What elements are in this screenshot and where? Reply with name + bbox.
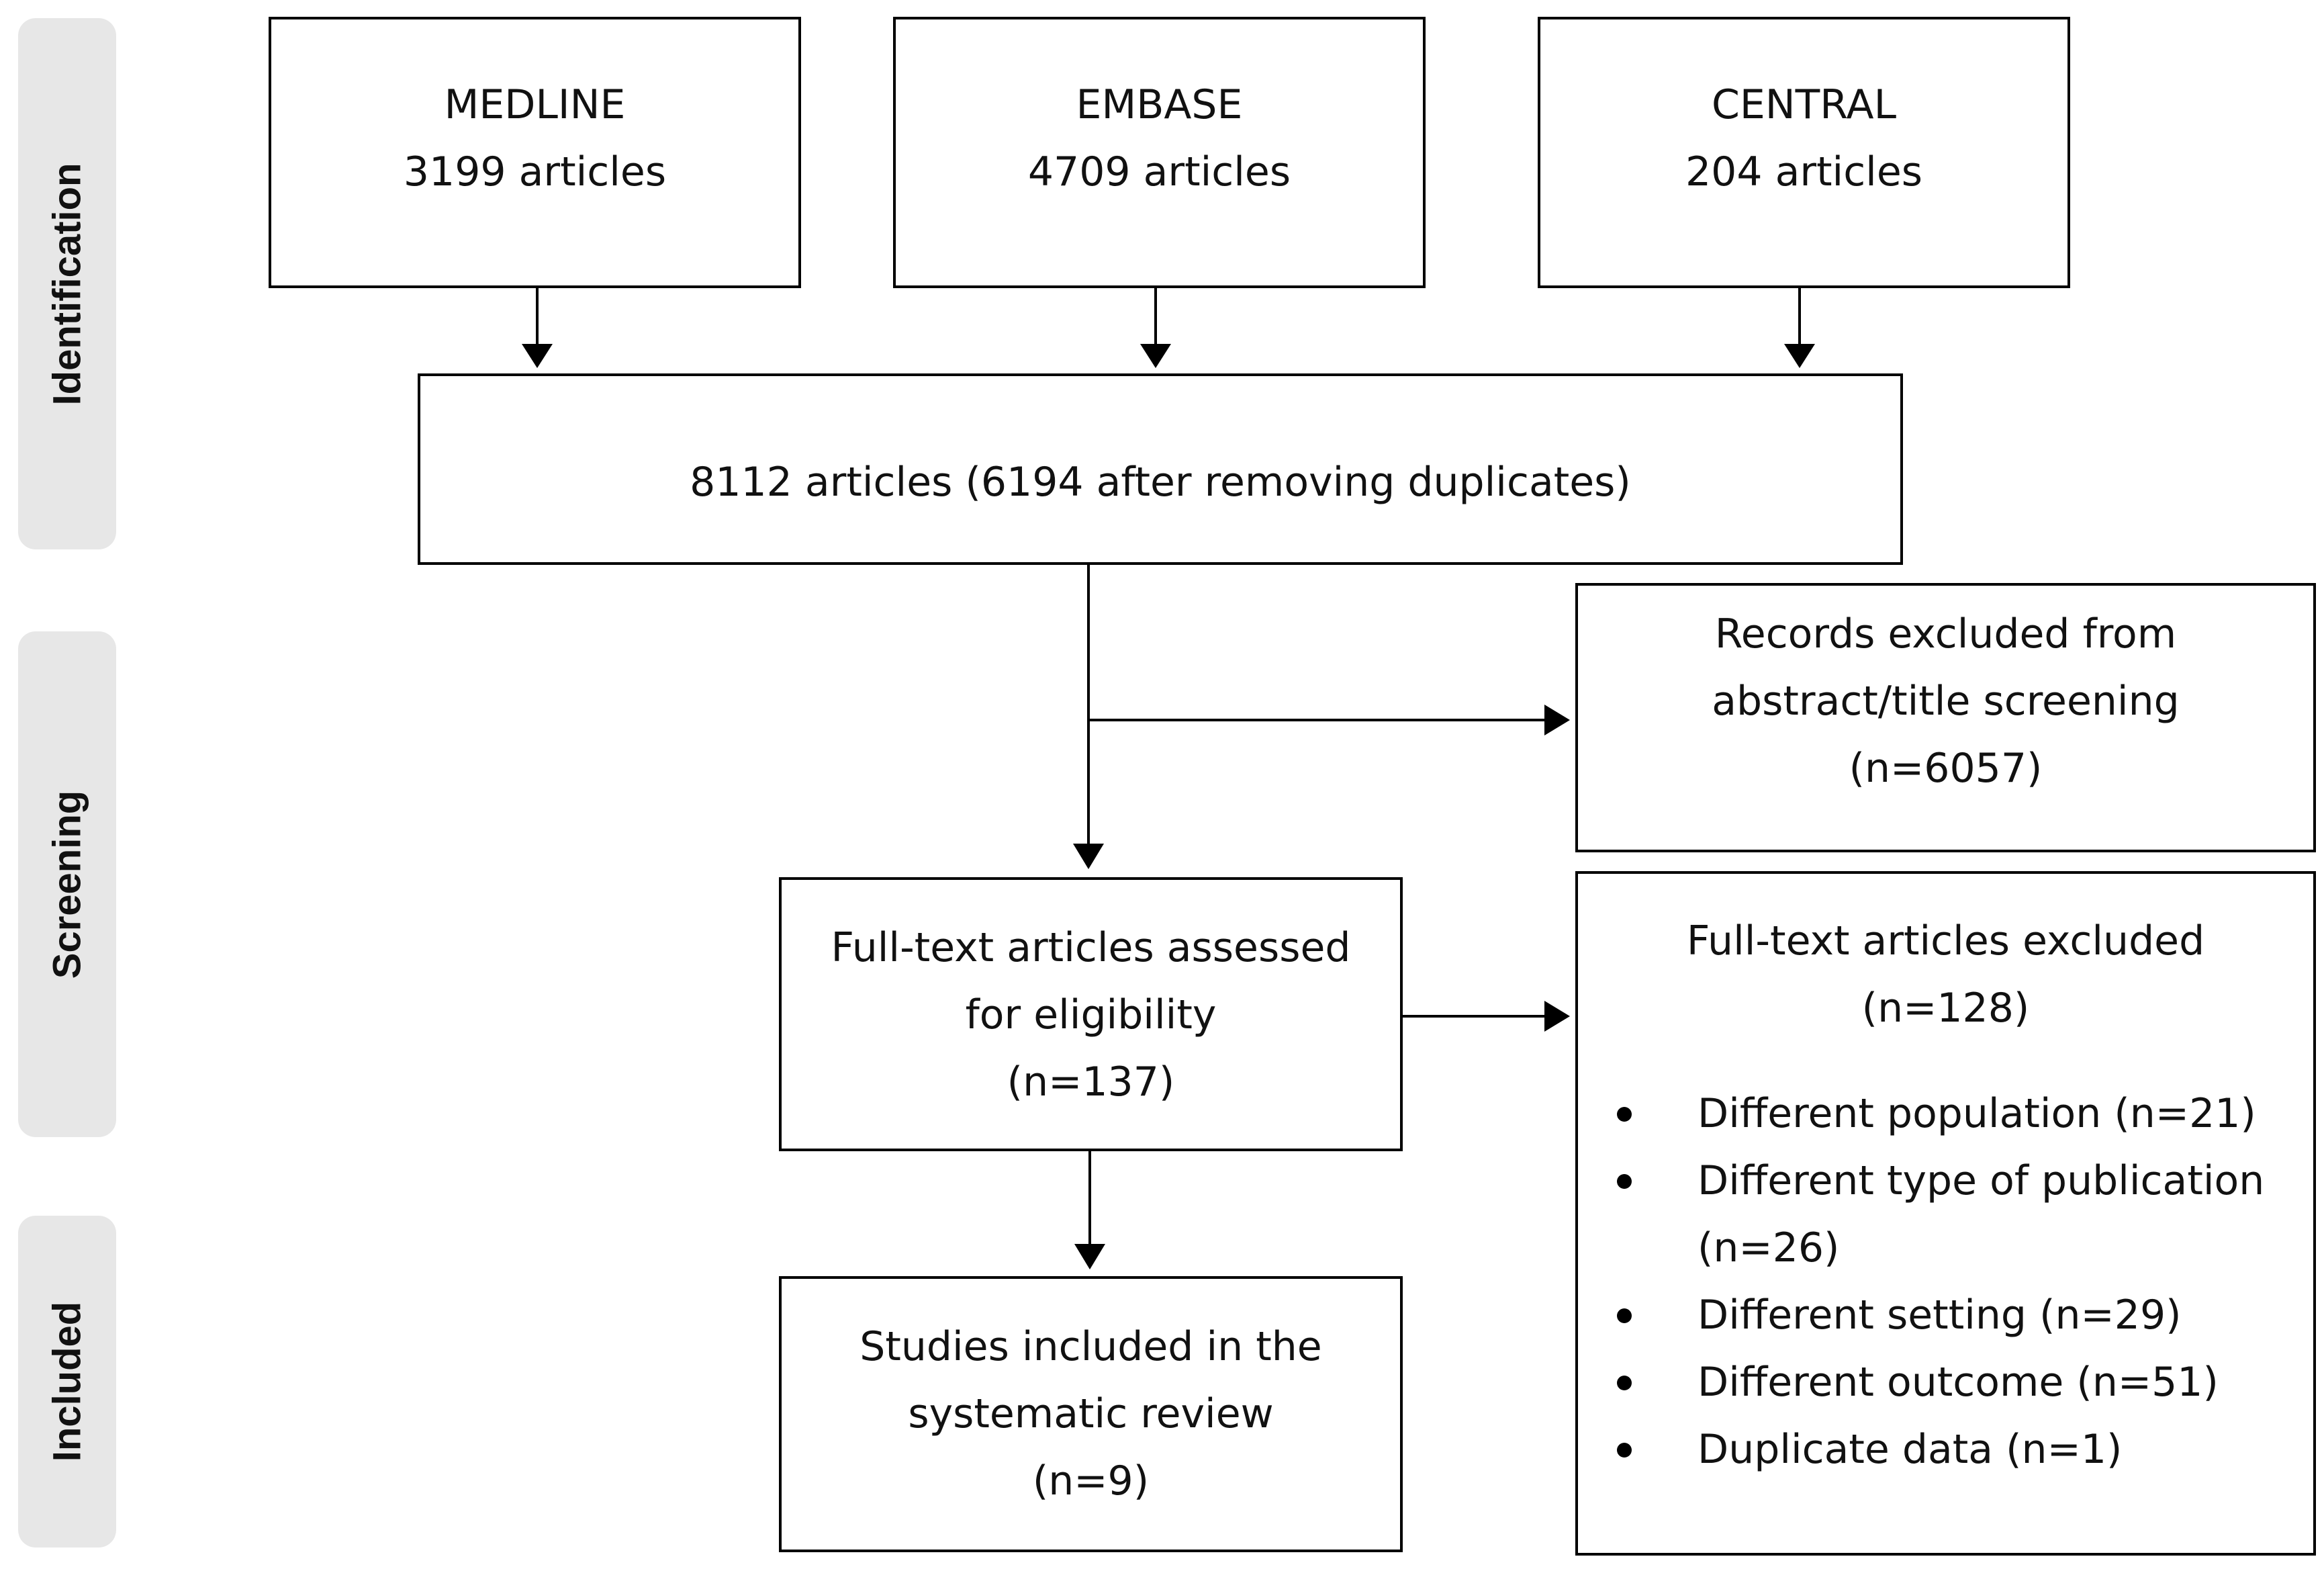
included-studies-line1: Studies included in the [859, 1323, 1322, 1370]
arrowhead-medline [522, 344, 553, 368]
exclusion-reason-item: Different setting (n=29) [1578, 1282, 2313, 1349]
stage-identification: Identification [18, 18, 116, 549]
fulltext-assessed-count: (n=137) [1007, 1059, 1175, 1106]
fulltext-assessed-box: Full-text articles assessed for eligibil… [779, 877, 1403, 1151]
combined-articles-box: 8112 articles (6194 after removing dupli… [418, 373, 1903, 565]
exclusion-reason-text: Different type of publication [1698, 1157, 2265, 1204]
exclusion-reason-item: Different outcome (n=51) [1578, 1349, 2313, 1416]
bullet-icon [1617, 1308, 1632, 1323]
combined-articles-text: 8112 articles (6194 after removing dupli… [690, 459, 1631, 506]
bullet-icon [1617, 1107, 1632, 1122]
exclusion-reason-item: Duplicate data (n=1) [1578, 1416, 2313, 1483]
bullet-icon [1617, 1443, 1632, 1458]
exclusion-reasons-list: Different population (n=21) Different typ… [1578, 1080, 2313, 1483]
exclusion-reason-text: Different population (n=21) [1698, 1090, 2256, 1137]
embase-count: 4709 articles [1027, 148, 1291, 195]
embase-name: EMBASE [1076, 81, 1243, 128]
exclusion-reason-text: Duplicate data (n=1) [1698, 1426, 2123, 1473]
bullet-icon [1617, 1376, 1632, 1390]
stage-screening: Screening [18, 631, 116, 1137]
arrowhead-embase [1140, 344, 1171, 368]
exclusion-reason-text: Different outcome (n=51) [1698, 1359, 2219, 1406]
arrowhead-fulltext-excluded [1544, 1001, 1570, 1032]
exclusion-reason-item: Different type of publication (n=26) [1578, 1147, 2313, 1282]
exclusion-reason-count: (n=26) [1698, 1224, 1840, 1271]
arrowhead-fulltext [1073, 844, 1104, 869]
central-name: CENTRAL [1711, 81, 1897, 128]
excluded-screening-count: (n=6057) [1849, 745, 2043, 792]
fulltext-assessed-line2: for eligibility [965, 991, 1217, 1038]
embase-box: EMBASE 4709 articles [893, 17, 1426, 288]
bullet-icon [1617, 1174, 1632, 1189]
included-studies-line2: systematic review [908, 1390, 1274, 1437]
fulltext-assessed-line1: Full-text articles assessed [831, 924, 1351, 971]
central-box: CENTRAL 204 articles [1538, 17, 2070, 288]
excluded-screening-box: Records excluded from abstract/title scr… [1575, 583, 2316, 852]
arrowhead-included [1074, 1244, 1105, 1269]
medline-count: 3199 articles [403, 148, 667, 195]
included-studies-count: (n=9) [1032, 1458, 1150, 1505]
included-studies-box: Studies included in the systematic revie… [779, 1276, 1403, 1552]
stage-included: Included [18, 1216, 116, 1548]
exclusion-reason-item: Different population (n=21) [1578, 1080, 2313, 1147]
excluded-screening-line2: abstract/title screening [1712, 678, 2180, 725]
excluded-screening-line1: Records excluded from [1714, 611, 2177, 658]
exclusion-reason-text: Different setting (n=29) [1698, 1292, 2182, 1339]
arrowhead-excluded-screening [1544, 705, 1570, 735]
fulltext-excluded-title: Full-text articles excluded [1686, 917, 2205, 965]
fulltext-excluded-count: (n=128) [1861, 985, 2030, 1032]
arrowhead-central [1784, 344, 1815, 368]
medline-name: MEDLINE [444, 81, 626, 128]
fulltext-excluded-box: Full-text articles excluded (n=128) Diff… [1575, 871, 2316, 1556]
medline-box: MEDLINE 3199 articles [269, 17, 801, 288]
central-count: 204 articles [1685, 148, 1923, 195]
